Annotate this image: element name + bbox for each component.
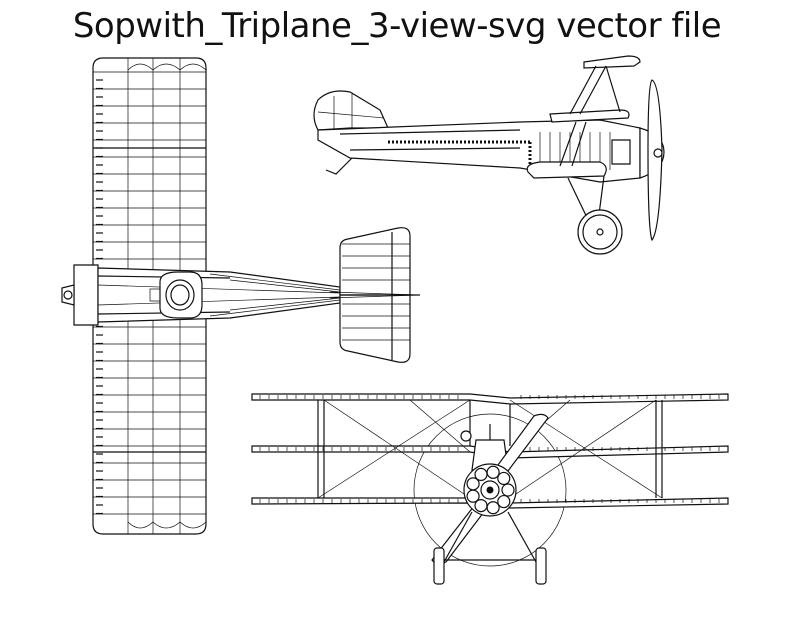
front-view (252, 394, 728, 584)
side-view (314, 56, 664, 254)
page-title: Sopwith_Triplane_3-view-svg vector file (72, 6, 722, 46)
top-view (62, 58, 420, 534)
